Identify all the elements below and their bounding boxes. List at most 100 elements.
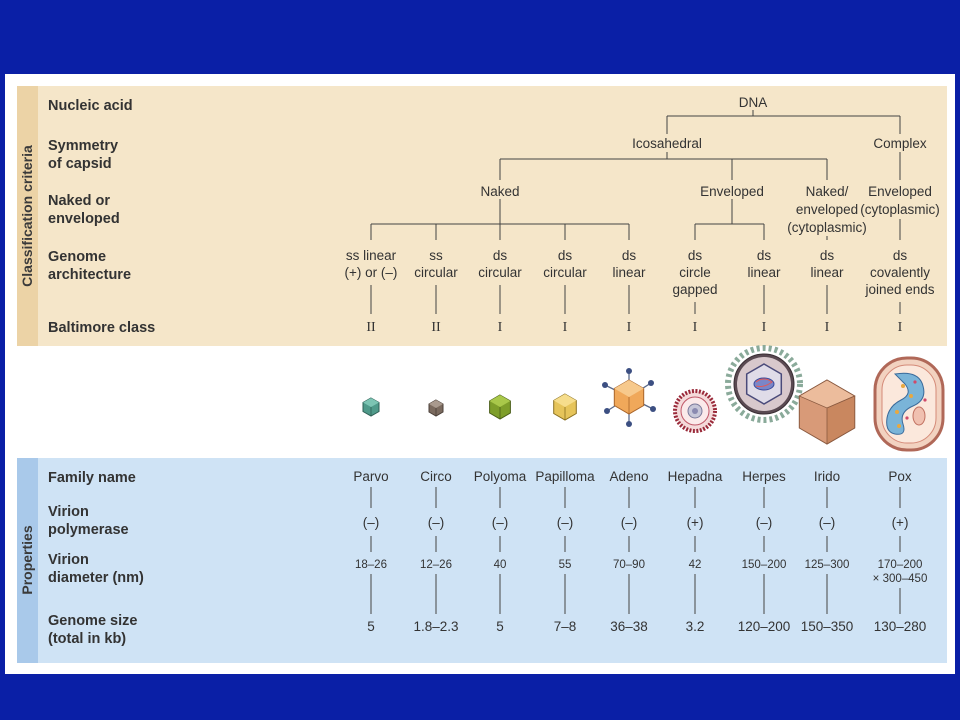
- polymerase-value: (+): [687, 515, 704, 530]
- polymerase-value: (–): [621, 515, 638, 530]
- node-naked-enveloped: Naked/: [806, 184, 849, 199]
- baltimore-class-value: II: [431, 320, 441, 335]
- row-label-family: Family name: [48, 470, 136, 486]
- properties-band: [17, 458, 38, 663]
- classification-panel: [17, 86, 947, 346]
- node-icosahedral: Icosahedral: [632, 136, 702, 151]
- row-label-diameter: Virion: [48, 552, 89, 568]
- baltimore-class-value: I: [898, 320, 903, 335]
- baltimore-class-value: I: [498, 320, 503, 335]
- node-dna: DNA: [739, 95, 768, 110]
- node-naked-enveloped-3: (cytoplasmic): [787, 220, 867, 235]
- tree-connectors: [370, 110, 901, 240]
- genome-architecture-text: circular: [543, 265, 587, 280]
- column-texts: ss linear(+) or (–)IIParvo(–)18–265sscir…: [345, 248, 935, 634]
- polyomavirus-icon: [489, 394, 511, 420]
- parvovirus-icon: [362, 397, 380, 417]
- node-naked-enveloped-2: enveloped: [796, 202, 858, 217]
- polymerase-value: (–): [363, 515, 380, 530]
- row-label-symmetry-2: of capsid: [48, 156, 112, 172]
- baltimore-class-value: I: [825, 320, 830, 335]
- polymerase-value: (+): [892, 515, 909, 530]
- tree-labels: DNA Icosahedral Complex Naked Enveloped …: [480, 95, 939, 235]
- genome-architecture-text: circle: [679, 265, 711, 280]
- genome-architecture-text: ds: [558, 248, 573, 263]
- row-label-nucleic-acid: Nucleic acid: [48, 98, 133, 114]
- row-label-genome: Genome: [48, 249, 106, 265]
- classification-band: [17, 86, 38, 346]
- genome-architecture-text: ds: [893, 248, 908, 263]
- family-name-value: Adeno: [609, 469, 648, 484]
- node-enveloped-cytoplasmic: Enveloped: [868, 184, 932, 199]
- genome-size-value: 130–280: [874, 619, 927, 634]
- circovirus-icon: [428, 399, 444, 417]
- baltimore-class-value: II: [366, 320, 376, 335]
- genome-architecture-text: ds: [493, 248, 508, 263]
- properties-panel: [17, 458, 947, 663]
- diameter-value: × 300–450: [873, 573, 928, 585]
- diameter-value: 125–300: [805, 559, 850, 571]
- node-enveloped-cytoplasmic-2: (cytoplasmic): [860, 202, 940, 217]
- genome-architecture-text: linear: [810, 265, 844, 280]
- diameter-value: 70–90: [613, 559, 645, 571]
- family-name-value: Papilloma: [535, 469, 595, 484]
- diameter-value: 150–200: [742, 559, 787, 571]
- node-naked: Naked: [480, 184, 519, 199]
- genome-architecture-text: ds: [688, 248, 703, 263]
- diameter-value: 12–26: [420, 559, 452, 571]
- column-lines: [370, 285, 901, 614]
- family-name-value: Pox: [888, 469, 912, 484]
- slide: Classification criteria Properties Nucle…: [5, 74, 955, 674]
- virus-classification-diagram: Classification criteria Properties Nucle…: [17, 86, 947, 663]
- row-labels: Nucleic acid Symmetry of capsid Naked or…: [48, 98, 155, 647]
- properties-section-label: Properties: [19, 525, 35, 594]
- row-label-enveloped: Naked or: [48, 193, 110, 209]
- node-enveloped: Enveloped: [700, 184, 764, 199]
- genome-architecture-text: ds: [820, 248, 835, 263]
- polymerase-value: (–): [819, 515, 836, 530]
- iridovirus-icon: [798, 379, 856, 445]
- genome-architecture-text: ss linear: [346, 248, 397, 263]
- genome-size-value: 36–38: [610, 619, 648, 634]
- family-name-value: Hepadna: [668, 469, 723, 484]
- family-name-value: Polyoma: [474, 469, 527, 484]
- row-label-enveloped-2: enveloped: [48, 211, 120, 227]
- herpesvirus-icon: [725, 345, 803, 423]
- genome-size-value: 7–8: [554, 619, 577, 634]
- genome-architecture-text: joined ends: [864, 282, 934, 297]
- row-label-baltimore: Baltimore class: [48, 320, 155, 336]
- papillomavirus-icon: [553, 393, 577, 421]
- genome-size-value: 150–350: [801, 619, 854, 634]
- virus-illustrations: [362, 345, 945, 452]
- diameter-value: 55: [559, 559, 572, 571]
- row-label-symmetry: Symmetry: [48, 138, 118, 154]
- row-label-genome-2: architecture: [48, 267, 131, 283]
- diameter-value: 42: [689, 559, 702, 571]
- polymerase-value: (–): [557, 515, 574, 530]
- baltimore-class-value: I: [563, 320, 568, 335]
- node-complex: Complex: [873, 136, 927, 151]
- family-name-value: Herpes: [742, 469, 786, 484]
- poxvirus-icon: [873, 356, 945, 452]
- genome-size-value: 1.8–2.3: [413, 619, 458, 634]
- row-label-polymerase: Virion: [48, 504, 89, 520]
- polymerase-value: (–): [756, 515, 773, 530]
- genome-architecture-text: covalently: [870, 265, 930, 280]
- row-label-genome-size-2: (total in kb): [48, 631, 126, 647]
- family-name-value: Circo: [420, 469, 452, 484]
- genome-architecture-text: linear: [612, 265, 646, 280]
- genome-architecture-text: linear: [747, 265, 781, 280]
- diameter-value: 170–200: [878, 559, 923, 571]
- genome-architecture-text: ds: [622, 248, 637, 263]
- genome-architecture-text: ds: [757, 248, 772, 263]
- baltimore-class-value: I: [762, 320, 767, 335]
- polymerase-value: (–): [492, 515, 509, 530]
- family-name-value: Parvo: [353, 469, 388, 484]
- genome-architecture-text: gapped: [672, 282, 717, 297]
- row-label-polymerase-2: polymerase: [48, 522, 129, 538]
- classification-section-label: Classification criteria: [19, 145, 35, 287]
- hepadnavirus-icon: [673, 389, 717, 433]
- baltimore-class-value: I: [693, 320, 698, 335]
- baltimore-class-value: I: [627, 320, 632, 335]
- polymerase-value: (–): [428, 515, 445, 530]
